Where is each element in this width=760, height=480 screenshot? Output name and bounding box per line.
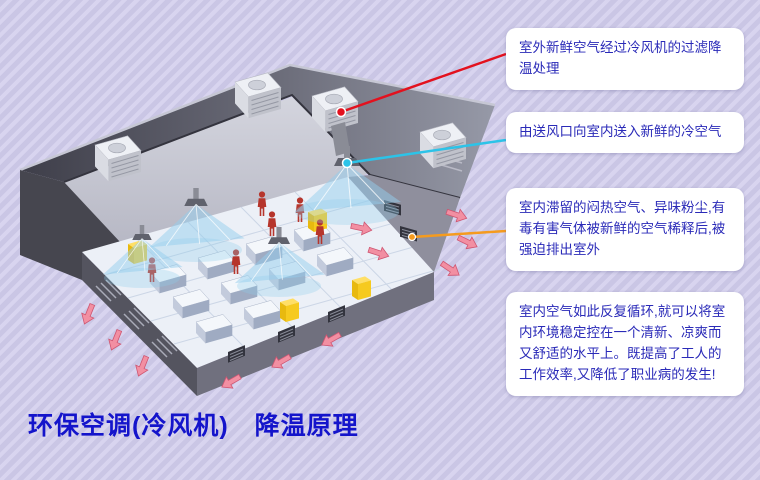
exhaust-arrow-icon bbox=[437, 257, 464, 281]
callout-text: 室外新鲜空气经过冷风机的过滤降温处理 bbox=[519, 40, 722, 76]
callout-text: 室内空气如此反复循环,就可以将室内环境稳定控在一个清新、凉爽而又舒适的水平上。既… bbox=[519, 304, 726, 382]
callout-cold-air-supply: 由送风口向室内送入新鲜的冷空气 bbox=[506, 112, 744, 153]
front-left-wall bbox=[82, 252, 197, 396]
supply-point-dot bbox=[341, 157, 353, 169]
front-right-wall bbox=[197, 272, 434, 396]
exhaust-point-dot bbox=[407, 232, 417, 242]
connector-exhaust-line bbox=[411, 229, 507, 239]
exhaust-arrow-icon bbox=[104, 327, 126, 353]
factory-building bbox=[19, 63, 496, 396]
roof bbox=[20, 65, 495, 198]
supply-air-cones bbox=[102, 145, 402, 297]
connector-supply-line bbox=[346, 138, 507, 165]
connectors bbox=[335, 52, 507, 242]
interior-ceiling bbox=[55, 97, 372, 258]
callout-text: 由送风口向室内送入新鲜的冷空气 bbox=[519, 124, 722, 139]
callout-exhaust-dilution: 室内滞留的闷热空气、异味粉尘,有毒有害气体被新鲜的空气稀释后,被强迫排出室外 bbox=[506, 188, 744, 271]
roof-edge-highlight bbox=[19, 63, 496, 172]
yellow-cabinet bbox=[352, 276, 371, 300]
yellow-cabinet bbox=[280, 298, 299, 322]
callout-fresh-air-intake: 室外新鲜空气经过冷风机的过滤降温处理 bbox=[506, 28, 744, 90]
air-spread bbox=[104, 268, 180, 288]
left-wall-vent-slats bbox=[95, 279, 178, 358]
fresh-air-point-dot bbox=[335, 106, 347, 118]
exhaust-arrow-icon bbox=[77, 301, 99, 327]
page-title: 环保空调(冷风机) 降温原理 bbox=[28, 412, 359, 440]
callout-text: 室内滞留的闷热空气、异味粉尘,有毒有害气体被新鲜的空气稀释后,被强迫排出室外 bbox=[519, 200, 726, 257]
exhaust-arrow-icon bbox=[131, 353, 153, 379]
connector-fresh-air-line bbox=[340, 52, 507, 114]
callout-circulation-benefit: 室内空气如此反复循环,就可以将室内环境稳定控在一个清新、凉爽而又舒适的水平上。既… bbox=[506, 292, 744, 396]
